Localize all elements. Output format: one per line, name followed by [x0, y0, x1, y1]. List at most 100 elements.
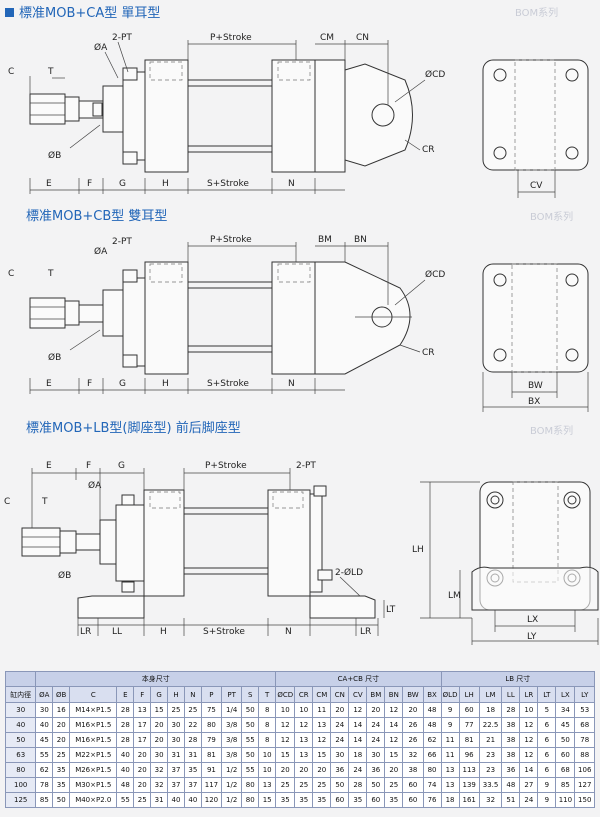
table-cell: 9 [537, 777, 557, 793]
dim-label: P+Stroke [210, 33, 252, 43]
dim-label: ØB [48, 352, 61, 363]
table-cell: 20 [402, 702, 424, 718]
column-header: G [150, 686, 169, 703]
table-cell: 28 [183, 732, 202, 748]
column-header: N [183, 686, 202, 703]
dim-label: H [162, 179, 169, 189]
technical-drawings: C T ØA 2-PT P+Stroke CM CN ØCD CR ØB E F… [4, 33, 599, 645]
table-cell: 30 [366, 747, 386, 763]
column-header: LX [555, 686, 576, 703]
table-cell: 15 [275, 747, 296, 763]
table-cell: 66 [422, 747, 442, 763]
table-cell: 85 [555, 777, 576, 793]
table-cell: 38 [402, 762, 424, 778]
dim-label: CR [422, 145, 435, 155]
bore-cell: 40 [4, 717, 37, 733]
table-cell: 20 [312, 762, 332, 778]
table-cell: 96 [458, 747, 480, 763]
table-cell: 20 [330, 702, 350, 718]
table-cell: 38 [501, 747, 521, 763]
table-corner [4, 671, 37, 687]
table-cell: 20 [366, 702, 386, 718]
table-cell: 20 [150, 732, 169, 748]
table-cell: 10 [258, 747, 277, 763]
dim-label: N [288, 179, 295, 189]
dim-label: E [46, 461, 52, 471]
table-cell: 35 [52, 777, 71, 793]
table-cell: 15 [312, 747, 332, 763]
table-cell: 161 [458, 792, 480, 808]
table-cell: 68 [574, 717, 595, 733]
table-cell: 50 [330, 777, 350, 793]
bore-cell: 125 [4, 792, 37, 808]
dim-label: LT [386, 605, 396, 615]
table-cell: 21 [478, 732, 503, 748]
column-header: BN [384, 686, 404, 703]
table-cell: 31 [150, 792, 169, 808]
table-cell: 14 [348, 717, 368, 733]
table-cell: 113 [458, 762, 480, 778]
table-cell: 12 [275, 717, 296, 733]
table-cell: 31 [183, 747, 202, 763]
table-cell: M16×P1.5 [69, 732, 118, 748]
table-cell: 25 [312, 777, 332, 793]
group-header-ca-cb: CA+CB 尺寸 [275, 671, 442, 687]
table-cell: 13 [440, 762, 460, 778]
table-cell: 76 [422, 792, 442, 808]
table-cell: 60 [330, 792, 350, 808]
bore-cell: 63 [4, 747, 37, 763]
table-cell: 18 [440, 792, 460, 808]
drawing-lb-side: E F G P+Stroke 2-PT ØA C T ØB 2-ØLD LR L… [4, 461, 396, 637]
table-cell: 8 [258, 717, 277, 733]
table-cell: 117 [200, 777, 223, 793]
column-header: C [69, 686, 118, 703]
table-cell: 78 [574, 732, 595, 748]
column-header: CM [312, 686, 332, 703]
table-cell: 85 [35, 792, 54, 808]
table-cell: 38 [501, 732, 521, 748]
table-cell: M30×P1.5 [69, 777, 118, 793]
column-header: T [258, 686, 277, 703]
dim-label: LR [80, 627, 91, 637]
table-cell: 30 [167, 732, 185, 748]
table-cell: 12 [312, 732, 332, 748]
dim-label: F [87, 179, 92, 189]
table-cell: 12 [275, 732, 296, 748]
table-cell: 3/8 [221, 747, 243, 763]
table-cell: 22 [183, 717, 202, 733]
table-cell: 36 [366, 762, 386, 778]
table-cell: 33.5 [478, 777, 503, 793]
section-title-ca: 標准MOB+CA型 單耳型 [5, 2, 160, 21]
table-cell: 60 [555, 747, 576, 763]
column-header: BM [366, 686, 386, 703]
group-header-body: 本身尺寸 [35, 671, 277, 687]
dim-label: C [8, 269, 14, 279]
table-cell: 13 [294, 732, 314, 748]
table-cell: 20 [52, 717, 71, 733]
column-header: ØA [35, 686, 54, 703]
dim-label: T [47, 269, 54, 279]
dim-label: CR [422, 348, 435, 358]
table-cell: 74 [422, 777, 442, 793]
table-cell: 20 [275, 762, 296, 778]
dim-label: 2-PT [112, 237, 132, 247]
table-cell: 12 [348, 702, 368, 718]
column-header: H [167, 686, 185, 703]
table-cell: 28 [116, 702, 135, 718]
table-cell: 12 [519, 732, 539, 748]
column-header: ØB [52, 686, 71, 703]
table-cell: 13 [440, 777, 460, 793]
table-cell: 28 [116, 717, 135, 733]
table-cell: 53 [574, 702, 595, 718]
table-cell: 25 [183, 702, 202, 718]
table-cell: 24 [330, 717, 350, 733]
table-cell: 55 [35, 747, 54, 763]
dim-label: P+Stroke [205, 461, 247, 471]
bore-cell: 100 [4, 777, 37, 793]
table-cell: 80 [200, 717, 223, 733]
table-cell: 60 [402, 792, 424, 808]
